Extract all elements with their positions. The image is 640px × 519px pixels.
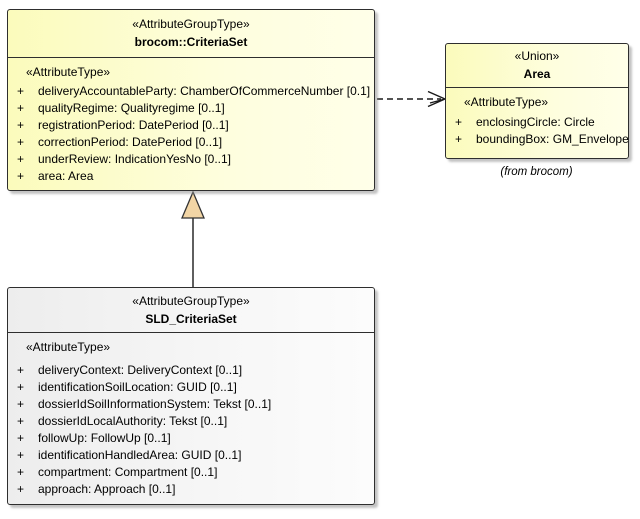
attribute-text: registrationPeriod: DatePeriod [0..1] — [38, 118, 229, 132]
class-title: «Union» Area — [446, 44, 628, 88]
visibility-symbol: + — [17, 414, 25, 428]
attribute-text: deliveryAccountableParty: ChamberOfComme… — [38, 84, 371, 98]
attribute-text: enclosingCircle: Circle — [476, 115, 595, 129]
attribute-row: + registrationPeriod: DatePeriod [0..1] — [8, 117, 374, 134]
visibility-symbol: + — [17, 169, 25, 183]
attribute-row: + underReview: IndicationYesNo [0..1] — [8, 151, 374, 168]
class-box-area[interactable]: «Union» Area «AttributeType» + enclosing… — [445, 43, 629, 159]
attribute-row: + enclosingCircle: Circle — [446, 114, 628, 131]
attribute-row: + followUp: FollowUp [0..1] — [8, 430, 374, 447]
attribute-row: + compartment: Compartment [0..1] — [8, 464, 374, 481]
attribute-row: + deliveryAccountableParty: ChamberOfCom… — [8, 83, 374, 100]
attribute-text: underReview: IndicationYesNo [0..1] — [38, 152, 232, 166]
class-stereotype: «AttributeGroupType» — [132, 17, 250, 31]
attribute-row: + identificationSoilLocation: GUID [0..1… — [8, 379, 374, 396]
attribute-row: + dossierIdSoilInformationSystem: Tekst … — [8, 396, 374, 413]
visibility-symbol: + — [17, 397, 25, 411]
attribute-row: + qualityRegime: Qualityregime [0..1] — [8, 100, 374, 117]
attribute-row: + approach: Approach [0..1] — [8, 481, 374, 498]
attribute-row: + identificationHandledArea: GUID [0..1] — [8, 447, 374, 464]
generalization-triangle-icon — [181, 190, 205, 219]
visibility-symbol: + — [17, 152, 25, 166]
attributes-compartment: «AttributeType» + enclosingCircle: Circl… — [446, 88, 629, 148]
class-title: «AttributeGroupType» brocom::CriteriaSet — [8, 10, 374, 58]
visibility-symbol: + — [17, 465, 25, 479]
visibility-symbol: + — [17, 135, 25, 149]
attribute-text: correctionPeriod: DatePeriod [0..1] — [38, 135, 223, 149]
class-stereotype: «Union» — [514, 49, 560, 63]
visibility-symbol: + — [455, 132, 463, 146]
class-title: «AttributeGroupType» SLD_CriteriaSet — [8, 288, 374, 333]
attribute-text: qualityRegime: Qualityregime [0..1] — [38, 101, 225, 115]
class-name: SLD_CriteriaSet — [145, 311, 237, 326]
visibility-symbol: + — [17, 84, 25, 98]
class-stereotype: «AttributeGroupType» — [132, 293, 250, 308]
visibility-symbol: + — [17, 431, 25, 445]
attribute-row: + area: Area — [8, 168, 374, 185]
attribute-row: + boundingBox: GM_Envelope — [446, 131, 629, 148]
visibility-symbol: + — [17, 482, 25, 496]
attribute-text: deliveryContext: DeliveryContext [0..1] — [38, 363, 243, 377]
visibility-symbol: + — [455, 115, 463, 129]
attribute-text: identificationHandledArea: GUID [0..1] — [38, 448, 242, 462]
attributes-compartment: «AttributeType» + deliveryAccountablePar… — [8, 58, 374, 185]
visibility-symbol: + — [17, 101, 25, 115]
attribute-row: + dossierIdLocalAuthority: Tekst [0..1] — [8, 413, 374, 430]
attribute-section-label: «AttributeType» — [464, 95, 549, 109]
attributes-compartment: «AttributeType» + deliveryContext: Deliv… — [8, 333, 374, 498]
attribute-text: dossierIdLocalAuthority: Tekst [0..1] — [38, 414, 228, 428]
visibility-symbol: + — [17, 118, 25, 132]
attribute-section-label: «AttributeType» — [26, 65, 111, 79]
attribute-text: approach: Approach [0..1] — [38, 482, 176, 496]
attribute-row: + correctionPeriod: DatePeriod [0..1] — [8, 134, 374, 151]
dependency-arrow[interactable] — [377, 90, 446, 108]
attribute-text: area: Area — [38, 169, 94, 183]
attribute-text: dossierIdSoilInformationSystem: Tekst [0… — [38, 397, 272, 411]
from-package-note: (from brocom) — [500, 166, 573, 178]
visibility-symbol: + — [17, 448, 25, 462]
generalization-arrow[interactable] — [181, 190, 205, 287]
class-box-brocom-criteriaset[interactable]: «AttributeGroupType» brocom::CriteriaSet… — [7, 9, 375, 191]
visibility-symbol: + — [17, 380, 25, 394]
class-box-sld-criteriaset[interactable]: «AttributeGroupType» SLD_CriteriaSet «At… — [7, 287, 375, 505]
class-name: brocom::CriteriaSet — [134, 35, 248, 49]
attribute-section-label: «AttributeType» — [26, 340, 111, 354]
attribute-text: boundingBox: GM_Envelope — [476, 132, 629, 146]
attribute-text: followUp: FollowUp [0..1] — [38, 431, 171, 445]
visibility-symbol: + — [17, 363, 25, 377]
class-name: Area — [523, 67, 551, 81]
attribute-text: identificationSoilLocation: GUID [0..1] — [38, 380, 237, 394]
attribute-text: compartment: Compartment [0..1] — [38, 465, 218, 479]
attribute-row: + deliveryContext: DeliveryContext [0..1… — [8, 362, 374, 379]
